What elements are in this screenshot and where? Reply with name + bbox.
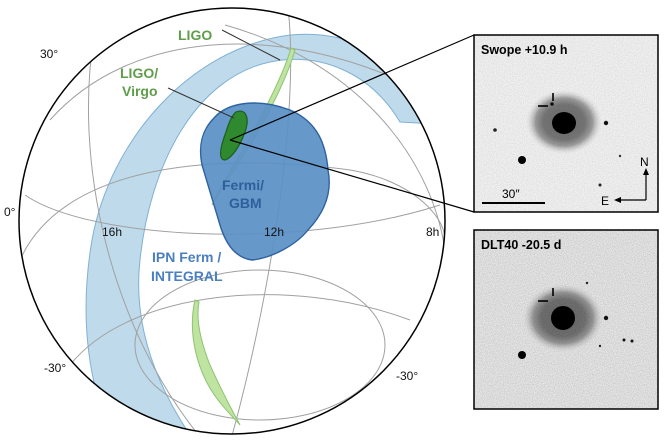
swope-title: Swope +10.9 h	[481, 43, 568, 57]
star	[518, 156, 526, 164]
ligo-virgo-label-line1: LIGO/	[120, 65, 158, 81]
swope-panel: Swope +10.9 h 30″ N E	[473, 34, 659, 213]
galaxy-core	[551, 306, 575, 330]
dec-30-label: 30°	[40, 47, 58, 61]
dec-m30-right-label: -30°	[396, 369, 418, 383]
star	[603, 120, 609, 126]
dlt40-title: DLT40 -20.5 d	[481, 238, 561, 252]
star	[493, 128, 497, 132]
east-label: E	[601, 194, 609, 208]
ipn-label-line2: INTEGRAL	[151, 268, 223, 284]
ligo-virgo-region	[220, 110, 248, 161]
north-arrowhead	[643, 168, 649, 175]
ipn-label-line1: IPN Ferm /	[152, 249, 221, 265]
zoom-line-top	[229, 34, 475, 141]
star	[603, 315, 609, 321]
star	[618, 154, 622, 158]
star	[518, 351, 526, 359]
star	[598, 183, 602, 187]
ra-12h-label: 12h	[264, 225, 284, 239]
east-arrowhead	[614, 197, 621, 203]
star	[622, 338, 626, 342]
ra-8h-label: 8h	[426, 225, 439, 239]
ligo-virgo-leader	[167, 87, 235, 119]
globe-outline	[18, 7, 446, 435]
galaxy-core	[552, 112, 576, 134]
fermi-label-line2: GBM	[229, 195, 262, 211]
ipn-band	[85, 33, 445, 434]
dec-0-label: 0°	[4, 205, 16, 219]
ligo-leader	[221, 29, 281, 61]
star	[630, 339, 634, 343]
star	[598, 344, 602, 348]
dlt40-panel: DLT40 -20.5 d	[473, 229, 659, 410]
star	[550, 102, 554, 106]
ligo-label: LIGO	[178, 27, 212, 43]
dlt40-frame	[473, 229, 659, 410]
dec-m30-left-label: -30°	[44, 361, 66, 375]
star	[585, 281, 589, 285]
scale-label: 30″	[502, 187, 520, 201]
fermi-label-line1: Fermi/	[222, 177, 264, 193]
sky-map: 30° 0° -30° -30° 16h 12h 8h LIGO LIGO/ V…	[4, 7, 475, 435]
swope-frame	[473, 34, 659, 213]
zoom-line-bottom	[229, 139, 475, 213]
north-label: N	[640, 155, 649, 169]
ligo-virgo-label-line2: Virgo	[122, 83, 158, 99]
ligo-arc-south	[191, 299, 241, 426]
ra-16h-label: 16h	[102, 225, 122, 239]
